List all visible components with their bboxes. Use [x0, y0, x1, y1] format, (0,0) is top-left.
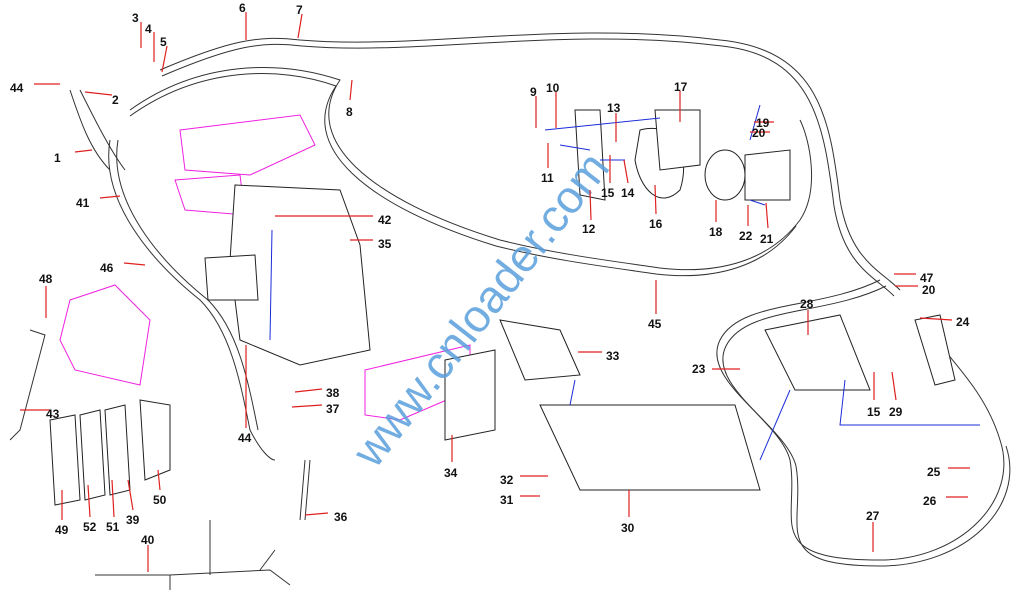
callout-29: 29 [889, 405, 903, 419]
callout-28: 28 [800, 297, 814, 311]
compressor-pulley [704, 149, 746, 201]
callout-30: 30 [621, 521, 635, 535]
callout-20b: 20 [922, 283, 936, 297]
callout-46: 46 [100, 261, 114, 275]
bracket-33 [499, 319, 581, 381]
receiver-drier [914, 314, 956, 386]
callout-31: 31 [500, 493, 514, 507]
callout-50: 50 [153, 493, 167, 507]
callout-44: 44 [10, 81, 24, 95]
callout-7: 7 [296, 3, 303, 17]
callout-3: 3 [132, 11, 139, 25]
callout-41: 41 [76, 196, 90, 210]
callout-10: 10 [546, 81, 560, 95]
callout-44b: 44 [238, 431, 252, 445]
callout-15: 15 [601, 186, 615, 200]
callout-5: 5 [160, 35, 167, 49]
callout-13: 13 [607, 101, 621, 115]
callout-48: 48 [39, 272, 53, 286]
callout-52: 52 [83, 520, 97, 534]
callout-27: 27 [866, 509, 880, 523]
callout-17: 17 [674, 80, 688, 94]
callout-42: 42 [378, 213, 392, 227]
callout-24: 24 [956, 315, 970, 329]
condenser [539, 404, 761, 491]
callout-45: 45 [648, 317, 662, 331]
callout-47: 47 [920, 271, 934, 285]
callout-21: 21 [760, 232, 774, 246]
filter-box [444, 349, 496, 441]
callout-15b: 15 [867, 405, 881, 419]
callout-22: 22 [739, 229, 753, 243]
callout-11: 11 [541, 171, 554, 185]
callout-8: 8 [346, 105, 353, 119]
callout-39: 39 [126, 513, 140, 527]
callout-49: 49 [55, 523, 69, 537]
callout-25: 25 [927, 465, 941, 479]
callout-16: 16 [649, 217, 663, 231]
callout-32: 32 [500, 473, 514, 487]
callout-6: 6 [239, 1, 246, 15]
callout-26: 26 [923, 494, 937, 508]
bracket-12 [574, 109, 606, 201]
callout-35: 35 [378, 237, 392, 251]
callout-51: 51 [106, 520, 120, 534]
compressor [744, 149, 791, 201]
parts [9, 109, 956, 590]
leader-lines [20, 12, 970, 572]
callout-labels: 3 4 5 6 7 44 2 8 1 41 46 48 43 49 52 51 … [10, 1, 970, 547]
callout-37: 37 [326, 402, 340, 416]
callout-33: 33 [606, 349, 620, 363]
callout-1: 1 [54, 151, 61, 165]
callout-9: 9 [530, 85, 537, 99]
callout-14: 14 [621, 186, 635, 200]
callout-4: 4 [145, 22, 152, 36]
callout-40: 40 [141, 533, 155, 547]
callout-23: 23 [692, 362, 706, 376]
callout-18: 18 [709, 225, 723, 239]
air-ducts [59, 114, 471, 421]
callout-43: 43 [46, 407, 60, 421]
callout-38: 38 [326, 386, 340, 400]
callout-36: 36 [334, 510, 348, 524]
callout-12: 12 [582, 222, 596, 236]
plate-28 [764, 314, 871, 391]
callout-19: 19 [756, 116, 770, 130]
callout-34: 34 [444, 466, 458, 480]
callout-20: 20 [752, 126, 766, 140]
callout-2: 2 [112, 93, 119, 107]
